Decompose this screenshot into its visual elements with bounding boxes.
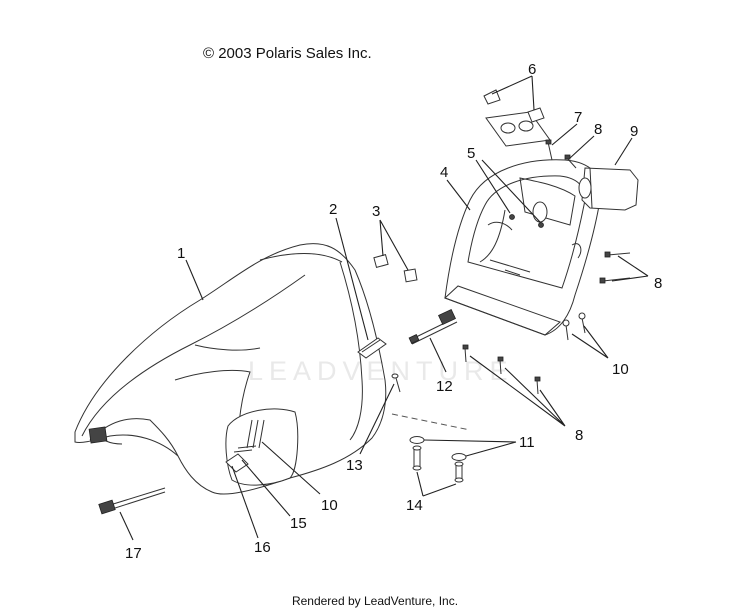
storage-box-part [444,159,602,336]
callout-4: 4 [440,164,448,181]
screw-parts-7-8 [545,139,577,169]
bolt-parts-right [599,251,631,284]
callout-10-right: 10 [612,361,629,378]
screw-parts-5 [509,214,544,228]
plug-parts-right [562,312,586,341]
tail-light-part [578,167,639,211]
emblem-part [357,337,387,359]
copyright-notice: © 2003 Polaris Sales Inc. [203,45,372,62]
callout-6: 6 [528,61,536,78]
callout-17: 17 [125,545,142,562]
callout-14: 14 [406,497,423,514]
callout-7: 7 [574,109,582,126]
watermark-text: LEADVENTURE [248,356,514,386]
clip-parts [373,254,418,283]
callout-12: 12 [436,378,453,395]
callout-3: 3 [372,203,380,220]
callout-labels: 1 2 3 4 5 6 7 8 9 8 10 12 8 11 13 14 10 … [125,61,662,562]
footer-credit: Rendered by LeadVenture, Inc. [291,594,459,608]
washer-stud-parts [409,436,467,483]
callout-8-middle: 8 [575,427,583,444]
callout-10-bottom: 10 [321,497,338,514]
pin-part-13 [391,373,401,393]
lower-harness-part [98,487,166,515]
latch-plate-part [483,89,551,147]
callout-1: 1 [177,245,185,262]
callout-11: 11 [519,434,535,451]
callout-2: 2 [329,201,337,218]
callout-9: 9 [630,123,638,140]
harness-part [408,308,458,345]
leader-lines [119,75,649,541]
callout-16: 16 [254,539,271,556]
callout-15: 15 [290,515,307,532]
callout-5: 5 [467,145,475,162]
callout-8-right: 8 [654,275,662,292]
pin-parts-middle [462,344,541,395]
callout-13: 13 [346,457,363,474]
callout-8-top: 8 [594,121,602,138]
